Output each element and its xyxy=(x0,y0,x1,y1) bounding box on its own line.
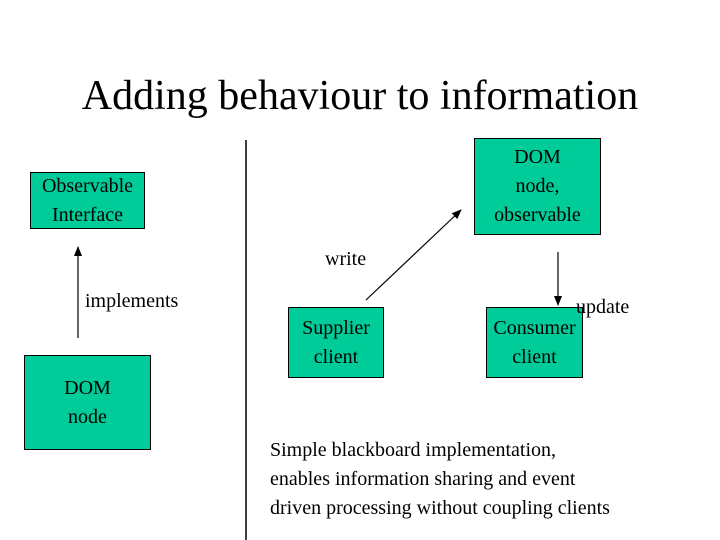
dom-node-observable: DOM node, observable xyxy=(474,138,601,235)
write-arrow xyxy=(365,209,462,301)
dom-node-left: DOM node xyxy=(24,355,151,450)
implements-label: implements xyxy=(85,290,179,312)
slide-title: Adding behaviour to information xyxy=(81,73,639,119)
update-label: update xyxy=(576,296,630,318)
consumer-client-node: Consumer client xyxy=(486,307,583,378)
caption-text: Simple blackboard implementation, enable… xyxy=(270,439,610,519)
observable-interface-node: Observable Interface xyxy=(30,172,145,229)
write-label: write xyxy=(325,248,367,270)
supplier-client-node: Supplier client xyxy=(288,307,384,378)
